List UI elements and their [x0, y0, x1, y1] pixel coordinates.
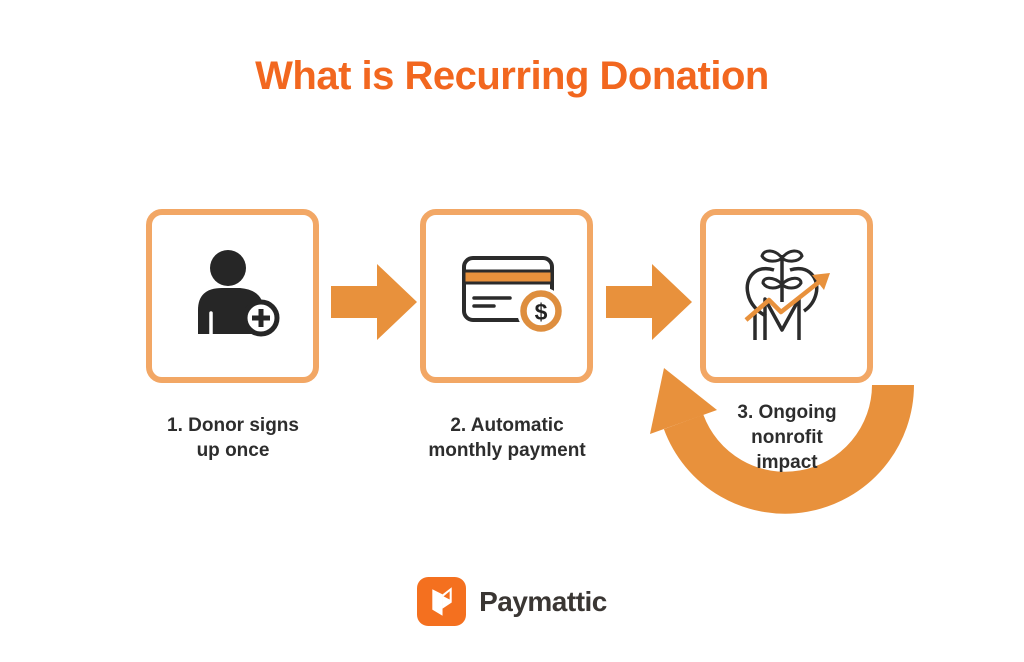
page-title: What is Recurring Donation: [255, 54, 769, 98]
paymattic-logo-icon: [417, 577, 467, 626]
dollar-symbol: $: [534, 299, 547, 325]
arrow-right-icon: [331, 264, 417, 340]
step-card-ongoing-impact: [700, 209, 873, 383]
step-label-automatic-payment: 2. Automatic monthly payment: [428, 415, 586, 461]
add-user-icon: [197, 250, 279, 337]
paymattic-logo: Paymattic: [0, 577, 1024, 626]
paymattic-logo-text: Paymattic: [479, 585, 607, 617]
plant-growth-chart-icon: [744, 249, 830, 340]
step-card-automatic-payment: $: [420, 209, 593, 383]
step-label-donor-signup: 1. Donor signs up once: [167, 415, 299, 461]
credit-card-dollar-icon: $: [461, 256, 562, 335]
arrow-right-icon: [606, 264, 692, 340]
step-label-ongoing-impact: 3. Ongoing nonrofit impact: [737, 402, 837, 473]
step-card-donor-signup: [146, 209, 319, 383]
recurring-cycle-arrow-icon: [650, 368, 914, 514]
